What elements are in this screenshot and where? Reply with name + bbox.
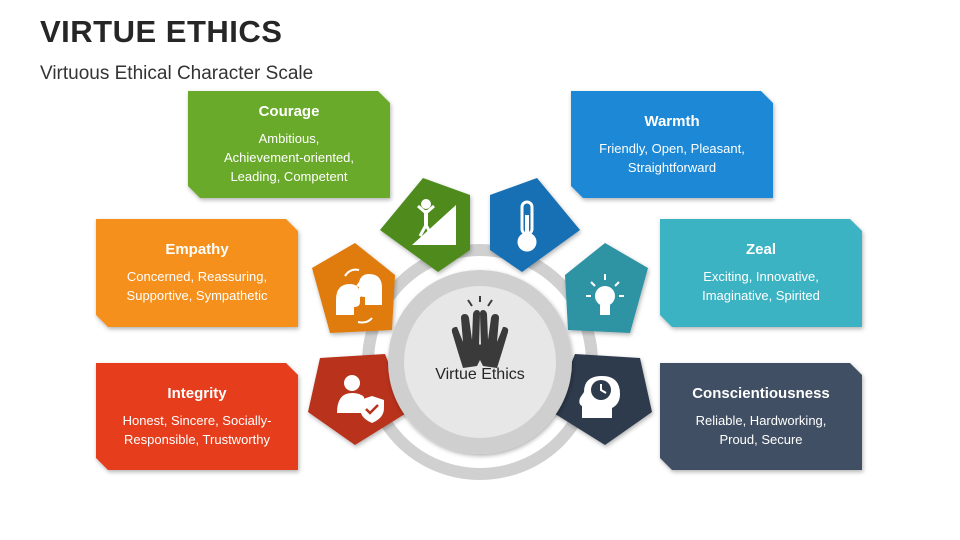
pentagon-warmth[interactable] bbox=[490, 178, 580, 272]
person-shield-icon bbox=[337, 375, 384, 423]
card-line: Leading, Competent bbox=[230, 169, 348, 184]
pentagon-courage[interactable] bbox=[380, 178, 470, 272]
card-zeal: Zeal Exciting, Innovative, Imaginative, … bbox=[660, 219, 862, 327]
card-line: Straightforward bbox=[627, 159, 717, 175]
pentagon-conscientiousness[interactable] bbox=[552, 354, 652, 445]
card-description: Exciting, Innovative, Imaginative, Spiri… bbox=[694, 267, 828, 305]
card-line: Friendly, Open, Pleasant, bbox=[599, 140, 745, 156]
card-bg-zeal bbox=[660, 219, 862, 327]
card-line: Achievement-oriented, bbox=[223, 150, 355, 165]
pentagon-empathy[interactable] bbox=[312, 243, 395, 333]
card-description: Friendly, Open, Pleasant, Straightforwar… bbox=[591, 139, 753, 177]
card-description: Reliable, Hardworking, Proud, Secure bbox=[688, 411, 835, 449]
center-label: Virtue Ethics bbox=[435, 366, 525, 383]
card-line: Concerned, Reassuring, bbox=[126, 269, 268, 284]
card-description: Concerned, Reassuring, Supportive, Sympa… bbox=[119, 267, 276, 305]
center-circle bbox=[388, 270, 572, 454]
page-title: VIRTUE ETHICS bbox=[40, 14, 283, 49]
card-line: Responsible, Trustworthy bbox=[124, 431, 270, 447]
card-bg-courage bbox=[188, 91, 390, 198]
lightbulb-icon bbox=[586, 274, 624, 315]
card-description: Ambitious, Achievement-oriented, Leading… bbox=[216, 129, 362, 186]
card-line: Ambitious, bbox=[258, 131, 320, 146]
card-bg-integrity bbox=[96, 363, 298, 470]
card-bg-warmth bbox=[571, 91, 773, 198]
thermometer-icon bbox=[517, 200, 537, 252]
high-five-hands-icon bbox=[451, 296, 509, 368]
card-title: Courage bbox=[258, 103, 320, 120]
head-clock-icon bbox=[579, 376, 620, 418]
page-subtitle: Virtuous Ethical Character Scale bbox=[40, 63, 314, 84]
card-title: Empathy bbox=[165, 241, 229, 258]
pentagon-zeal[interactable] bbox=[565, 243, 648, 333]
card-bg-conscientiousness bbox=[660, 363, 862, 470]
card-line: Supportive, Sympathetic bbox=[126, 288, 268, 303]
card-title: Warmth bbox=[644, 112, 700, 130]
card-title: Integrity bbox=[167, 384, 227, 402]
card-courage: Courage Ambitious, Achievement-oriented,… bbox=[188, 91, 390, 198]
card-integrity: Integrity Honest, Sincere, Socially- Res… bbox=[96, 363, 298, 470]
card-title: Zeal bbox=[745, 241, 776, 258]
card-description: Honest, Sincere, Socially- Responsible, … bbox=[115, 411, 280, 449]
two-faces-exchange-icon bbox=[336, 268, 382, 324]
climbing-person-icon bbox=[412, 199, 456, 245]
card-line: Proud, Secure bbox=[719, 431, 803, 447]
card-bg-empathy bbox=[96, 219, 298, 327]
pentagon-integrity[interactable] bbox=[308, 354, 408, 445]
card-line: Reliable, Hardworking, bbox=[695, 412, 827, 428]
card-title: Conscientiousness bbox=[692, 384, 830, 402]
card-line: Honest, Sincere, Socially- bbox=[122, 412, 272, 428]
card-empathy: Empathy Concerned, Reassuring, Supportiv… bbox=[96, 219, 298, 327]
card-line: Exciting, Innovative, bbox=[703, 269, 819, 284]
card-conscientiousness: Conscientiousness Reliable, Hardworking,… bbox=[660, 363, 862, 470]
card-line: Imaginative, Spirited bbox=[702, 288, 820, 303]
card-warmth: Warmth Friendly, Open, Pleasant, Straigh… bbox=[571, 91, 773, 198]
